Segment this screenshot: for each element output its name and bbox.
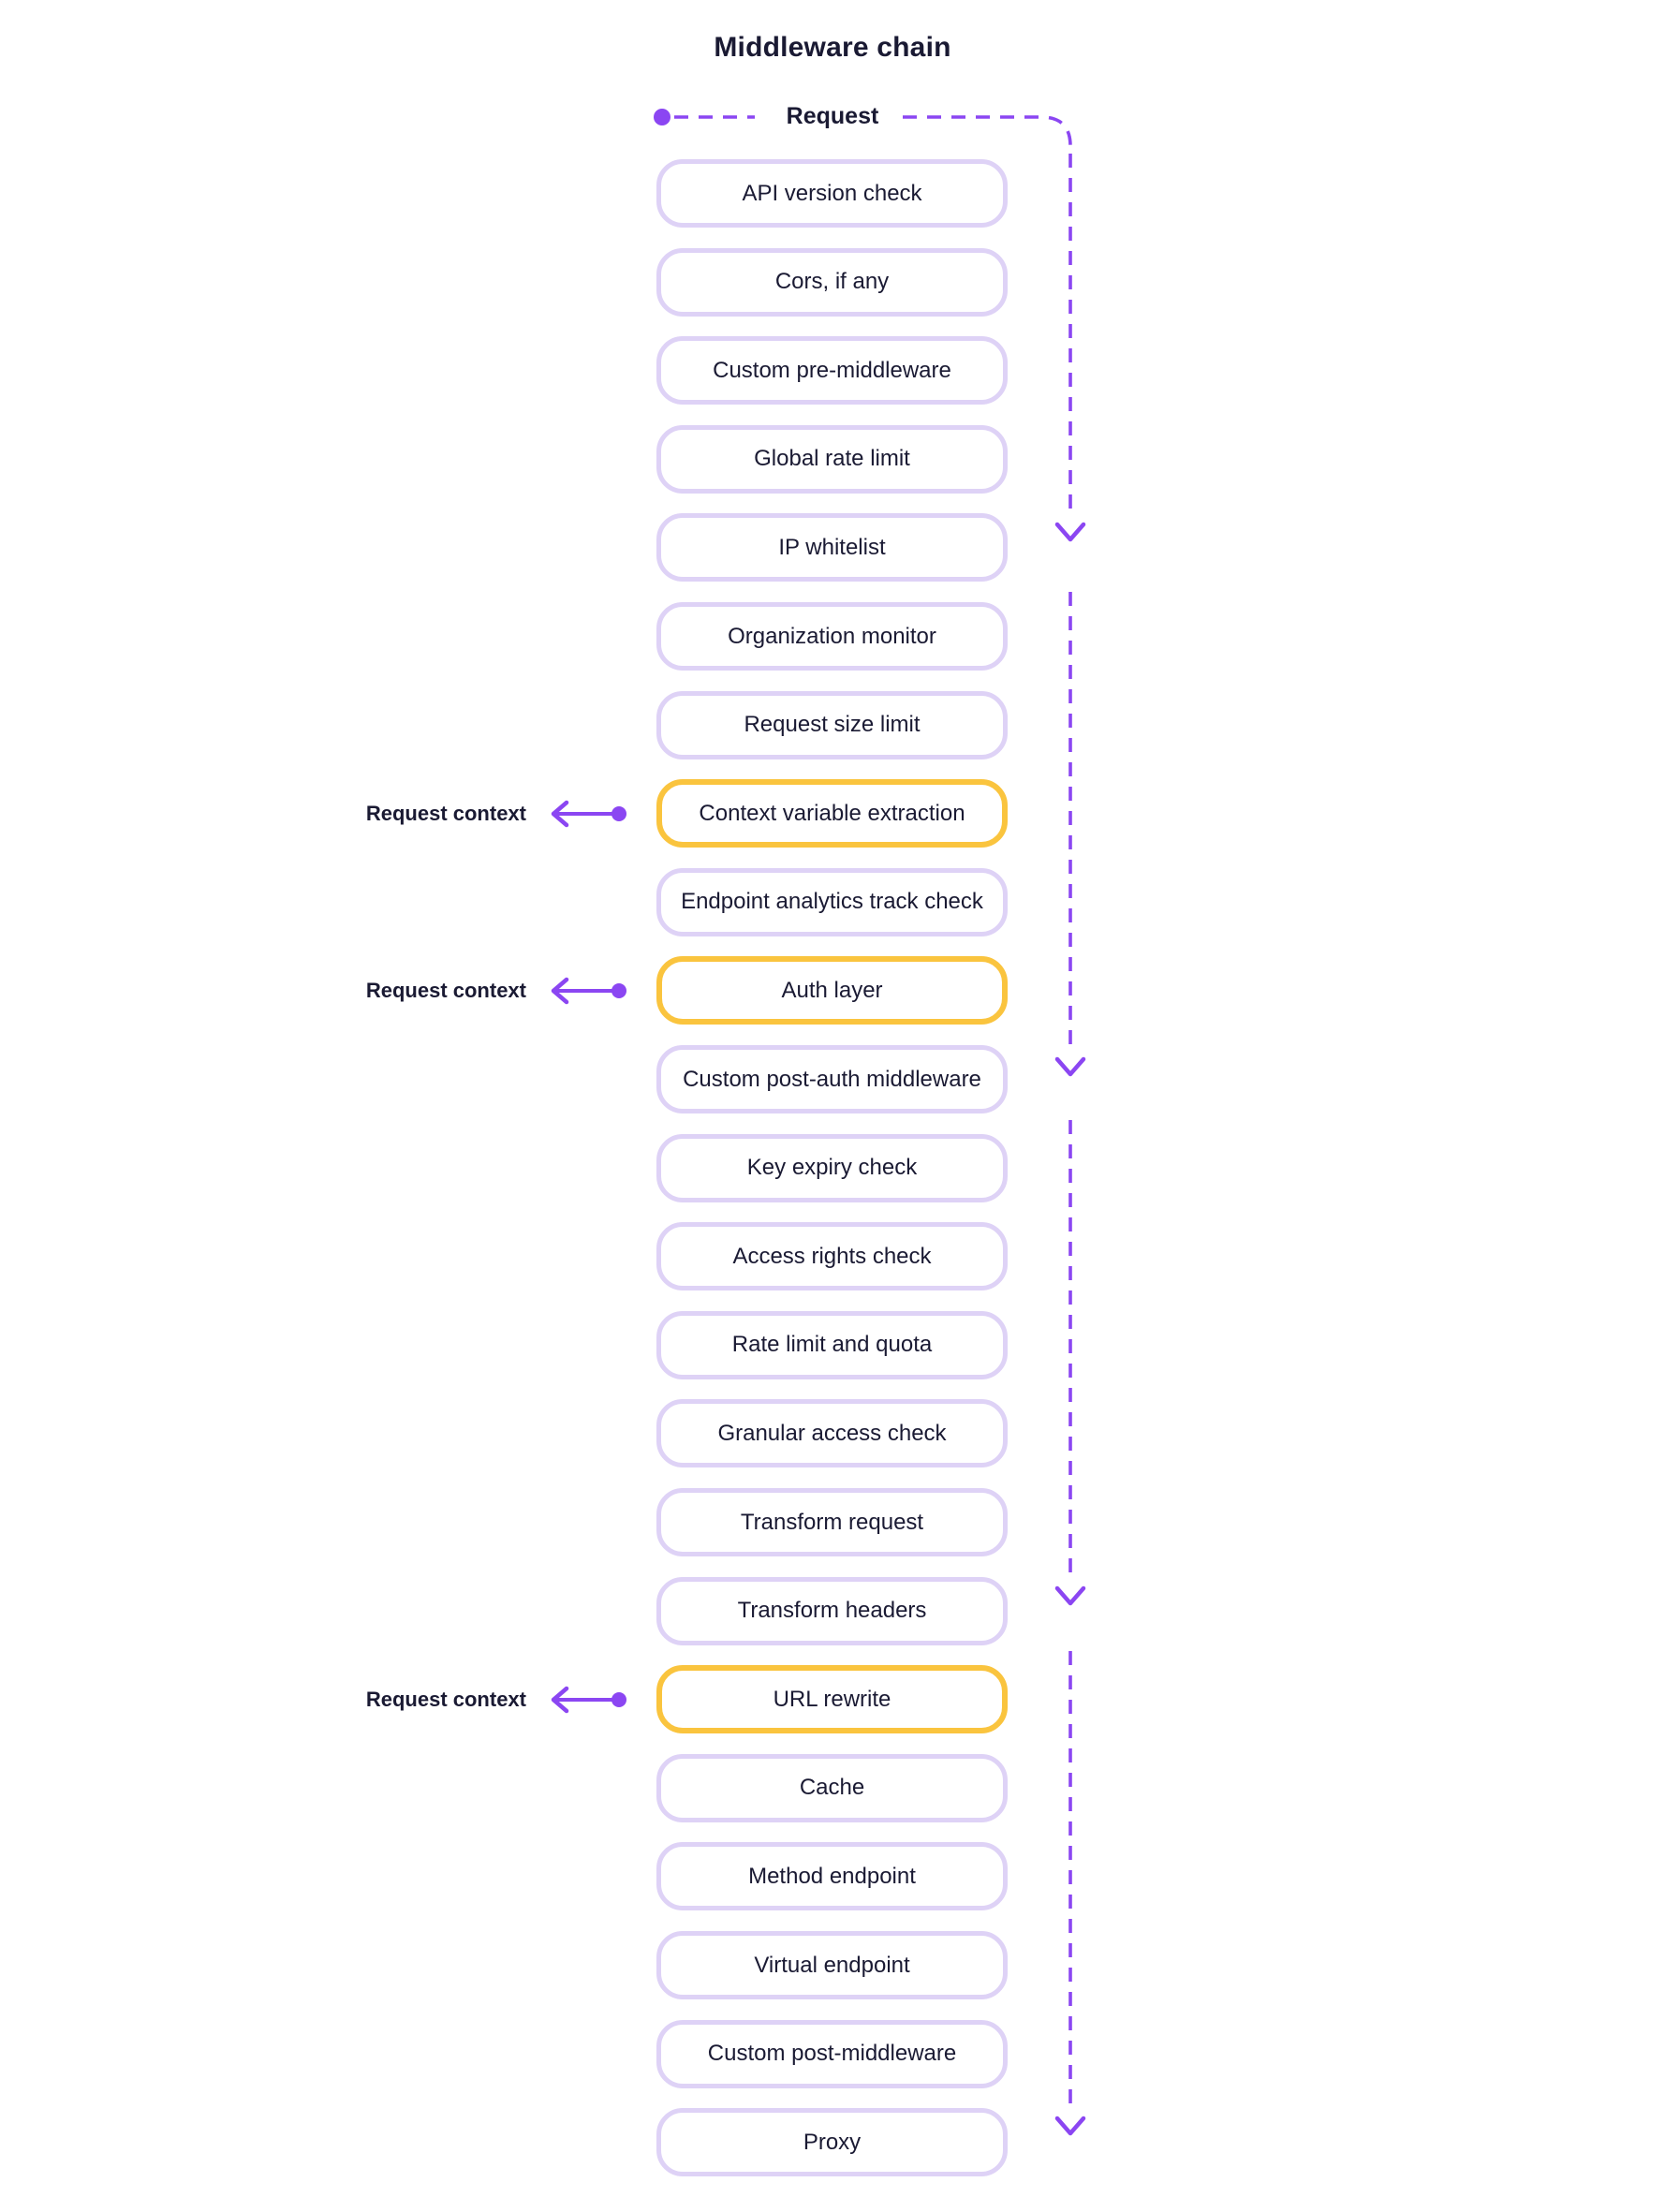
middleware-box: Method endpoint (656, 1842, 1008, 1911)
diagram-title: Middleware chain (714, 32, 951, 63)
middleware-box: Cors, if any (656, 247, 1008, 317)
middleware-step-row: Request context Auth layer (366, 956, 1008, 1025)
middleware-box: Cache (656, 1753, 1008, 1822)
arrow-down-icon-4 (1054, 2116, 1086, 2136)
middleware-box-label: Key expiry check (746, 1155, 918, 1181)
middleware-box-label: Cache (799, 1775, 865, 1801)
middleware-box: Access rights check (656, 1222, 1008, 1291)
middleware-box-label: IP whitelist (778, 534, 886, 560)
middleware-step-row: API version check (656, 159, 1008, 228)
middleware-step-row: Cors, if any (656, 247, 1008, 317)
request-context: Request context (366, 799, 629, 829)
left-arrow-icon (551, 977, 626, 1005)
middleware-box: API version check (656, 159, 1008, 228)
request-context: Request context (366, 976, 629, 1006)
middleware-step-row: Custom post-auth middleware (656, 1045, 1008, 1113)
middleware-box-label: Virtual endpoint (754, 1952, 910, 1978)
middleware-box: Virtual endpoint (656, 1931, 1008, 1999)
middleware-step-row: Proxy (656, 2108, 1008, 2177)
middleware-step-row: Rate limit and quota (656, 1310, 1008, 1379)
middleware-step-row: Custom post-middleware (656, 2019, 1008, 2088)
middleware-step-row: Key expiry check (656, 1133, 1008, 1202)
middleware-step-row: Granular access check (656, 1399, 1008, 1468)
middleware-box-label: API version check (742, 180, 922, 206)
middleware-box: Organization monitor (656, 602, 1008, 671)
request-context-label: Request context (365, 978, 526, 1002)
request-context-label: Request context (365, 1687, 526, 1711)
request-flow-label: Request (786, 103, 879, 129)
middleware-box-label: Method endpoint (748, 1863, 916, 1889)
middleware-box-label: Transform request (740, 1509, 924, 1535)
request-context: Request context (366, 1685, 629, 1715)
middleware-box-label: Global rate limit (754, 446, 910, 472)
middleware-box-label: Rate limit and quota (731, 1332, 933, 1358)
middleware-step-row: Method endpoint (656, 1842, 1008, 1911)
middleware-box-label: Request size limit (744, 712, 921, 738)
middleware-step-row: Transform request (656, 1488, 1008, 1556)
middleware-box: Transform request (656, 1488, 1008, 1556)
middleware-box: Key expiry check (656, 1133, 1008, 1202)
middleware-box: Rate limit and quota (656, 1310, 1008, 1379)
middleware-box-label: Custom post-middleware (707, 2041, 957, 2067)
middleware-box-label: URL rewrite (773, 1686, 891, 1712)
arrow-down-icon-3 (1054, 1585, 1086, 1606)
middleware-box-label: Transform headers (737, 1598, 927, 1624)
middleware-box: IP whitelist (656, 513, 1008, 582)
middleware-step-row: Virtual endpoint (656, 1931, 1008, 1999)
arrow-down-icon-2 (1054, 1056, 1086, 1077)
middleware-box-label: Organization monitor (728, 623, 936, 649)
middleware-step-row: Request context URL rewrite (366, 1665, 1008, 1734)
middleware-step-row: IP whitelist (656, 513, 1008, 582)
middleware-step-row: Endpoint analytics track check (656, 867, 1008, 936)
arrow-down-icon-1 (1054, 522, 1086, 542)
middleware-box-label: Context variable extraction (699, 800, 965, 826)
middleware-box-label: Access rights check (732, 1243, 932, 1269)
middleware-box-label: Cors, if any (774, 269, 890, 295)
middleware-box: Custom post-middleware (656, 2019, 1008, 2088)
middleware-box-label: Custom post-auth middleware (683, 1066, 981, 1092)
middleware-step-row: Request size limit (656, 690, 1008, 759)
middleware-step-row: Organization monitor (656, 602, 1008, 671)
middleware-box-label: Custom pre-middleware (713, 357, 951, 383)
middleware-step-row: Custom pre-middleware (656, 336, 1008, 406)
middleware-box: Custom pre-middleware (656, 336, 1008, 406)
middleware-box: Endpoint analytics track check (656, 867, 1008, 936)
middleware-step-row: Cache (656, 1753, 1008, 1822)
middleware-box: Auth layer (656, 956, 1008, 1025)
middleware-box: Request size limit (656, 690, 1008, 759)
request-context-label: Request context (365, 801, 526, 825)
middleware-box-label: Endpoint analytics track check (681, 889, 983, 915)
middleware-step-row: Transform headers (656, 1576, 1008, 1645)
middleware-step-row: Request context Context variable extract… (366, 779, 1008, 848)
middleware-box: Custom post-auth middleware (656, 1045, 1008, 1113)
middleware-step-row: Access rights check (656, 1222, 1008, 1291)
middleware-box: Granular access check (656, 1399, 1008, 1468)
middleware-step-row: Global rate limit (656, 424, 1008, 494)
middleware-box: Proxy (656, 2108, 1008, 2177)
left-arrow-icon (551, 800, 626, 827)
middleware-box: Transform headers (656, 1576, 1008, 1645)
left-arrow-icon (551, 1686, 626, 1713)
middleware-box: Context variable extraction (656, 779, 1008, 848)
middleware-box: URL rewrite (656, 1665, 1008, 1734)
middleware-box: Global rate limit (656, 424, 1008, 494)
middleware-box-label: Granular access check (717, 1420, 947, 1446)
middleware-box-label: Auth layer (781, 977, 883, 1003)
middleware-box-label: Proxy (803, 2129, 862, 2155)
